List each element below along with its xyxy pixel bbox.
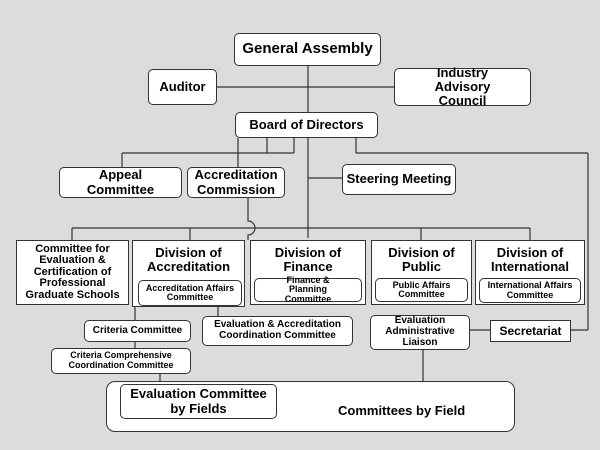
evaluation-administrative-liaison-box: Evaluation Administrative Liaison	[370, 315, 470, 350]
evaluation-committee-by-fields-box: Evaluation Committee by Fields	[120, 384, 277, 419]
finance-planning-committee-label: Finance & Planning Committee	[284, 274, 332, 304]
board-of-directors-box: Board of Directors	[235, 112, 378, 138]
evaluation-administrative-liaison-label: Evaluation Administrative Liaison	[385, 315, 455, 348]
criteria-committee-label: Criteria Committee	[92, 324, 183, 336]
criteria-comprehensive-committee-box: Criteria Comprehensive Coordination Comm…	[51, 348, 191, 374]
division-finance-label: Division of Finance	[274, 245, 342, 275]
industry-advisory-council-label: Industry Advisory Council	[434, 64, 491, 109]
international-affairs-committee-box: International Affairs Committee	[479, 278, 581, 303]
auditor-label: Auditor	[159, 78, 206, 94]
public-affairs-committee-box: Public Affairs Committee	[375, 278, 468, 302]
steering-meeting-box: Steering Meeting	[342, 164, 456, 195]
appeal-committee-label: Appeal Committee	[86, 167, 155, 197]
general-assembly-box: General Assembly	[234, 33, 381, 66]
board-of-directors-label: Board of Directors	[249, 116, 364, 132]
appeal-committee-box: Appeal Committee	[59, 167, 182, 198]
criteria-committee-box: Criteria Committee	[84, 320, 191, 342]
criteria-comprehensive-committee-label: Criteria Comprehensive Coordination Comm…	[68, 350, 174, 370]
international-affairs-committee-label: International Affairs Committee	[487, 280, 573, 300]
evaluation-accreditation-committee-label: Evaluation & Accreditation Coordination …	[214, 319, 341, 341]
accreditation-affairs-committee-box: Accreditation Affairs Committee	[138, 280, 242, 306]
division-accreditation-label: Division of Accreditation	[146, 245, 231, 275]
accreditation-commission-label: Accreditation Commission	[194, 167, 278, 197]
committee-professional-schools-box: Committee for Evaluation & Certification…	[16, 240, 129, 305]
auditor-box: Auditor	[148, 69, 217, 105]
secretariat-box: Secretariat	[490, 320, 571, 342]
secretariat-label: Secretariat	[499, 323, 562, 338]
industry-advisory-council-box: Industry Advisory Council	[394, 64, 531, 109]
general-assembly-label: General Assembly	[242, 40, 373, 58]
division-public-label: Division of Public	[388, 245, 455, 275]
committees-by-field-label: Committees by Field	[338, 403, 466, 418]
accreditation-affairs-committee-label: Accreditation Affairs Committee	[145, 282, 235, 302]
evaluation-accreditation-committee-box: Evaluation & Accreditation Coordination …	[202, 316, 353, 346]
finance-planning-committee-box: Finance & Planning Committee	[254, 274, 362, 304]
division-international-label: Division of International	[490, 245, 569, 275]
accreditation-commission-box: Accreditation Commission	[187, 167, 285, 198]
evaluation-committee-by-fields-label: Evaluation Committee by Fields	[130, 386, 267, 416]
steering-meeting-label: Steering Meeting	[346, 171, 452, 187]
committee-professional-schools-label: Committee for Evaluation & Certification…	[25, 242, 120, 301]
public-affairs-committee-label: Public Affairs Committee	[392, 279, 451, 299]
